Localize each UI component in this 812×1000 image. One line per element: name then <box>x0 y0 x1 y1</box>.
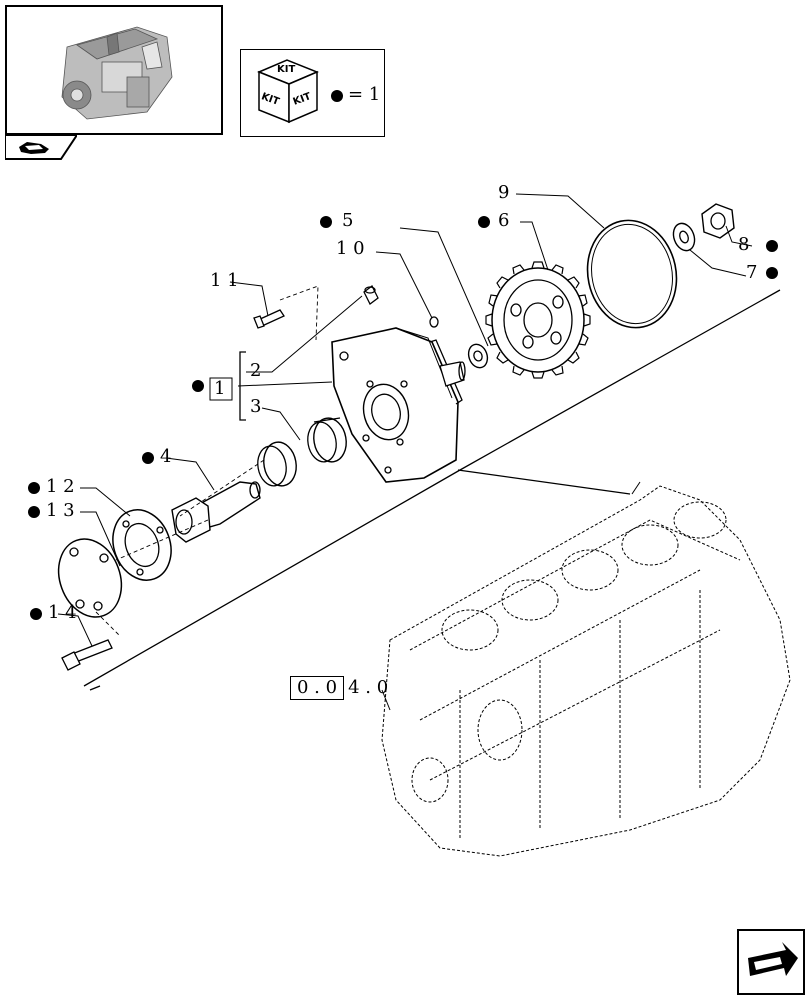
callout-8: 8 <box>738 234 750 255</box>
engine-thumbnail <box>5 5 223 135</box>
callout-9: 9 <box>498 182 510 203</box>
next-page-arrow-icon <box>737 929 805 995</box>
callout-4: 4 <box>160 446 172 467</box>
callout-13: 1 3 <box>46 500 75 521</box>
section-reference[interactable]: 0 . 0 4 . 0 <box>290 676 388 700</box>
thumbnail-tab[interactable] <box>4 134 79 161</box>
section-reference-rest: 4 . 0 <box>348 677 389 698</box>
kit-equals-label: = 1 <box>348 84 381 105</box>
callout-10: 1 0 <box>336 238 365 259</box>
callout-6: 6 <box>498 210 510 231</box>
next-page-button[interactable] <box>736 928 806 996</box>
callout-14: 1 4 <box>48 602 77 623</box>
kit-top-label: KIT <box>277 64 296 75</box>
section-reference-boxed: 0 . 0 <box>290 676 345 700</box>
callout-12: 1 2 <box>46 476 75 497</box>
engine-thumbnail-icon <box>61 26 173 120</box>
callout-11: 1 1 <box>210 270 239 291</box>
callout-5: 5 <box>342 210 354 231</box>
engine-tab-icon <box>4 134 79 160</box>
callout-3: 3 <box>250 396 262 417</box>
callout-7: 7 <box>746 262 758 283</box>
callout-2: 2 <box>250 360 262 381</box>
kit-legend: KIT KIT KIT = 1 <box>240 49 385 137</box>
kit-bullet <box>331 90 343 102</box>
kit-cube-icon <box>257 59 319 124</box>
callout-1: 1 <box>214 378 226 399</box>
